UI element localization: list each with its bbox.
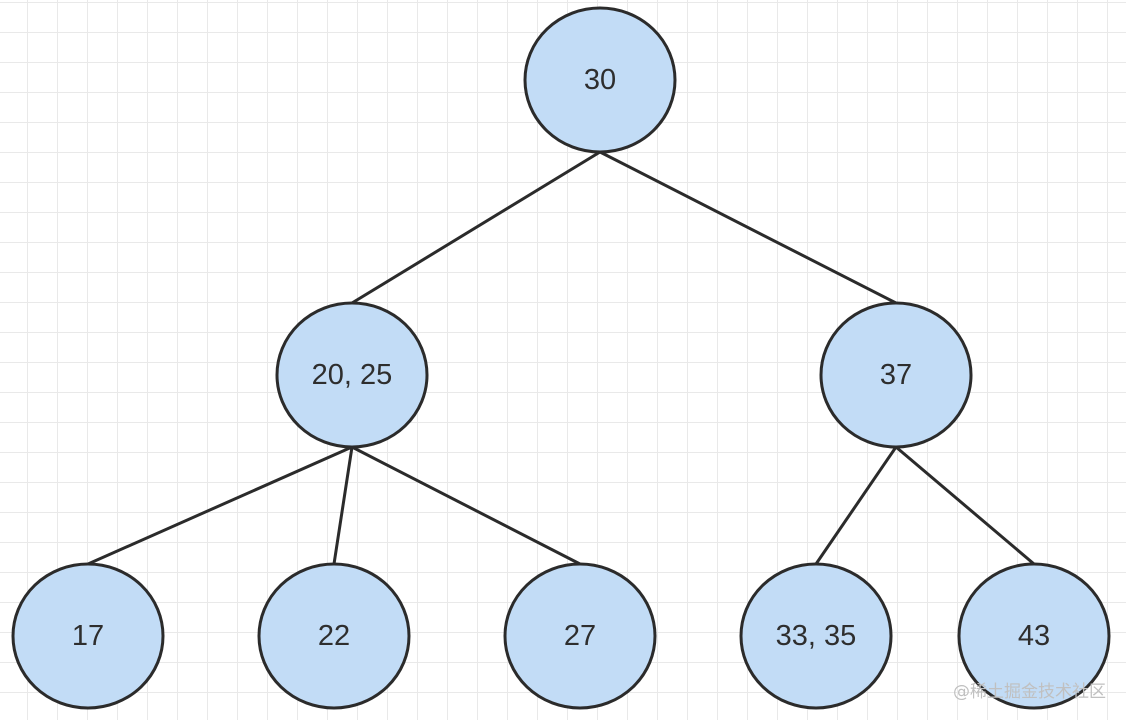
edge-n2025-n27 bbox=[351, 445, 581, 566]
edge-n30-n37 bbox=[599, 150, 897, 305]
node-circle bbox=[11, 562, 165, 710]
watermark: @稀土掘金技术社区 bbox=[953, 682, 1106, 702]
tree-node-n3335: 33, 35 bbox=[739, 562, 893, 710]
tree-node-n22: 22 bbox=[257, 562, 411, 710]
node-label: 17 bbox=[72, 620, 104, 652]
node-circle bbox=[523, 6, 677, 154]
edges-layer bbox=[87, 150, 1035, 566]
node-label: 20, 25 bbox=[312, 359, 393, 391]
tree-node-n27: 27 bbox=[503, 562, 657, 710]
node-circle bbox=[957, 562, 1111, 710]
node-label: 22 bbox=[318, 620, 350, 652]
tree-node-n37: 37 bbox=[819, 301, 973, 449]
node-circle bbox=[503, 562, 657, 710]
nodes-layer: 30 20, 25 37 17 22 27 33, 35 43 bbox=[11, 6, 1111, 710]
tree-node-n2025: 20, 25 bbox=[275, 301, 429, 449]
node-label: 33, 35 bbox=[776, 620, 857, 652]
tree-node-n43: 43 bbox=[957, 562, 1111, 710]
node-circle bbox=[819, 301, 973, 449]
tree-node-n17: 17 bbox=[11, 562, 165, 710]
node-circle bbox=[739, 562, 893, 710]
edge-n2025-n22 bbox=[332, 446, 354, 565]
node-label: 43 bbox=[1018, 620, 1050, 652]
tree-node-n30: 30 bbox=[523, 6, 677, 154]
edge-n37-n3335 bbox=[814, 446, 898, 565]
node-label: 30 bbox=[584, 64, 616, 96]
edge-n30-n2025 bbox=[351, 150, 601, 305]
edge-n2025-n17 bbox=[87, 445, 353, 566]
node-circle bbox=[257, 562, 411, 710]
edge-n37-n43 bbox=[895, 445, 1035, 566]
node-label: 37 bbox=[880, 359, 912, 391]
node-circle bbox=[275, 301, 429, 449]
node-label: 27 bbox=[564, 620, 596, 652]
